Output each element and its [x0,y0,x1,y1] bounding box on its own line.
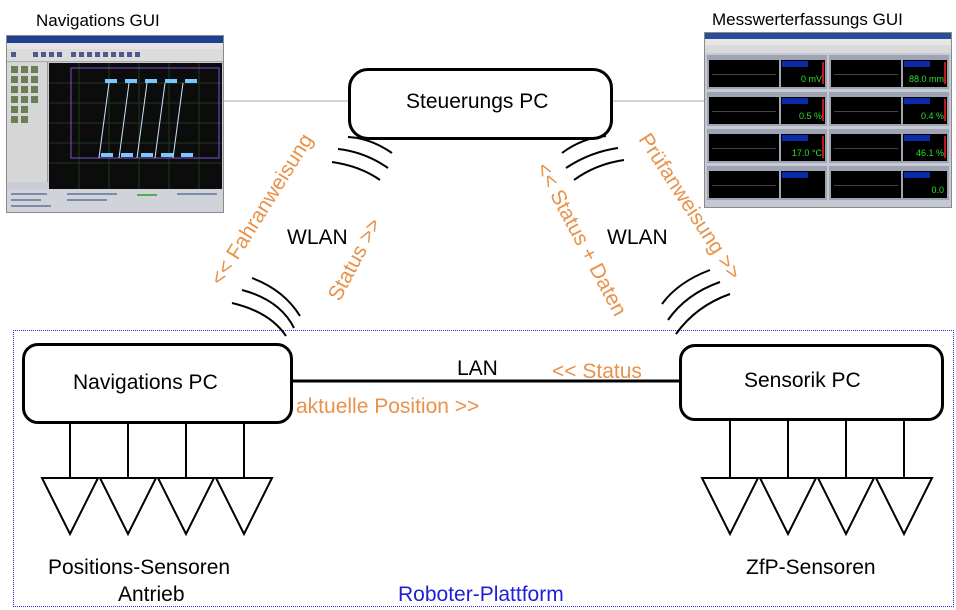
mess-gui-titlebar [705,33,951,39]
zfp-sensor-icon [758,477,818,537]
measure-plot [831,97,901,124]
wlan-right-label: WLAN [607,226,668,249]
measure-panel: 46.1 % [829,129,949,163]
wlan-left-label: WLAN [287,226,348,249]
antrieb-label: Antrieb [118,583,185,606]
wlan-signal-icon [661,269,731,335]
tool-icon [31,76,38,83]
nav-gui-toolbar [7,49,223,62]
tool-button-icon [135,52,140,57]
wlan-signal-icon [331,136,393,181]
tool-icon [31,86,38,93]
zfp-sensoren-label: ZfP-Sensoren [746,556,876,579]
tool-button-icon [49,52,54,57]
tool-button-icon [87,52,92,57]
positions-sensoren-label: Positions-Sensoren [48,556,231,579]
measure-plot [709,134,779,161]
measure-panel: 0.0 [829,166,949,200]
measure-panel: 17.0 °C [707,129,827,163]
wlan-signal-icon [561,135,625,181]
wlan-signal-icon [231,277,301,337]
nav-gui-map [49,63,222,189]
tool-icon [11,106,18,113]
measure-value: 46.1 % [915,148,944,158]
tool-icon [21,66,28,73]
measure-value: 0 mV [800,74,822,84]
steuerungs-pc-box [348,68,613,140]
tool-button-icon [57,52,62,57]
tool-button-icon [95,52,100,57]
position-sensor-icon [214,477,274,537]
sensorik-pc-box [679,344,944,421]
measure-plot [831,171,901,198]
tool-button-icon [119,52,124,57]
tool-button-icon [33,52,38,57]
tool-button-icon [103,52,108,57]
tool-icon [11,116,18,123]
navigations-pc-box [22,343,293,424]
measure-plot [709,60,779,87]
tool-icon [11,66,18,73]
robot-platform-region [13,330,954,607]
position-sensor-icon [156,477,216,537]
navigations-pc-label: Navigations PC [73,371,218,394]
aktuelle-position-label: aktuelle Position >> [296,395,480,418]
sensorik-pc-label: Sensorik PC [744,369,861,392]
zfp-sensor-icon [874,477,934,537]
measure-plot [709,171,779,198]
sensorik-sensor-leads [729,415,905,478]
tool-icon [31,96,38,103]
zfp-sensor-icon [700,477,760,537]
mess-gui-toolbar [705,45,951,53]
nav-sensor-leads [69,418,245,478]
nav-gui-statusbar [7,189,223,212]
measure-value: 0.0 [931,185,944,195]
steuerungs-pc-label: Steuerungs PC [406,90,549,113]
position-sensor-icon [98,477,158,537]
tool-button-icon [111,52,116,57]
tool-icon [21,116,28,123]
nav-gui-map-canvas [49,63,222,189]
tool-icon [11,86,18,93]
measure-value: 0.4 % [920,111,944,121]
measure-panel [707,166,827,200]
measure-panel: 88.0 mm [829,55,949,89]
tool-button-icon [79,52,84,57]
tool-button-icon [127,52,132,57]
zfp-sensor-icon [816,477,876,537]
lan-label: LAN [457,357,498,380]
tool-icon [21,76,28,83]
mess-gui-menubar [705,39,951,45]
measure-plot [831,60,901,87]
mess-gui-screenshot: 0 mV 88.0 mm 0.5 % 0.4 % 17.0 °C 46.1 % [704,32,952,208]
nav-gui-titlebar [7,36,223,43]
measure-panel: 0.5 % [707,92,827,126]
tool-button-icon [11,52,16,57]
nav-gui-toolpanel [7,62,48,182]
measure-plot [709,97,779,124]
measure-panel: 0 mV [707,55,827,89]
measure-plot [831,134,901,161]
tool-icon [11,96,18,103]
nav-gui-title: Navigations GUI [36,11,160,30]
nav-gui-screenshot [6,35,224,213]
tool-button-icon [71,52,76,57]
tool-icon [21,96,28,103]
tool-button-icon [41,52,46,57]
measure-value: 17.0 °C [791,148,822,158]
tool-icon [21,106,28,113]
tool-icon [11,76,18,83]
position-sensor-icon [40,477,100,537]
nav-gui-menubar [7,43,223,49]
measure-value: 0.5 % [798,111,822,121]
mess-gui-title: Messwerterfassungs GUI [712,10,903,29]
tool-icon [31,66,38,73]
measure-value: 88.0 mm [908,74,944,84]
status-lan-label: << Status [552,360,642,383]
tool-icon [21,86,28,93]
measure-panel: 0.4 % [829,92,949,126]
roboter-plattform-label: Roboter-Plattform [398,583,564,606]
